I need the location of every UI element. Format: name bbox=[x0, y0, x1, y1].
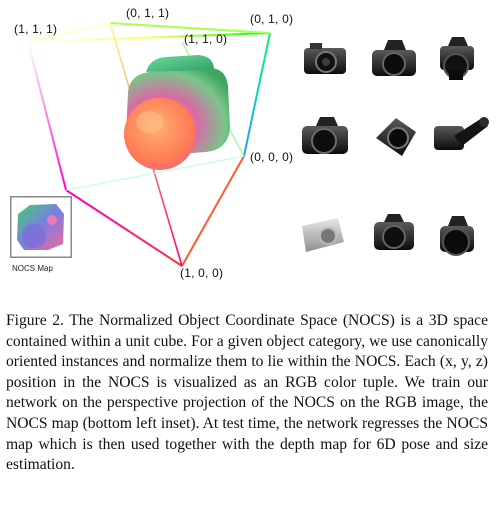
cube-edge bbox=[243, 32, 271, 157]
camera-instance bbox=[434, 117, 489, 150]
cube-edge bbox=[27, 41, 67, 191]
camera-instance bbox=[376, 118, 416, 156]
cube-edge bbox=[181, 155, 245, 267]
vertex-label-1-1-0: (1, 1, 0) bbox=[184, 32, 228, 46]
camera-instance bbox=[302, 218, 344, 252]
nocs-map-inset-label: NOCS Map bbox=[12, 264, 53, 273]
cube-edge bbox=[27, 22, 111, 43]
vertex-label-0-0-0: (0, 0, 0) bbox=[250, 150, 294, 164]
figure-caption: Figure 2. The Normalized Object Coordina… bbox=[6, 312, 488, 474]
camera-instance-grid bbox=[302, 37, 489, 256]
nocs-camera-object bbox=[124, 55, 230, 170]
nocs-figure bbox=[10, 22, 489, 267]
camera-instance bbox=[440, 216, 474, 256]
vertex-label-1-1-1: (1, 1, 1) bbox=[14, 22, 58, 36]
cube-edge bbox=[109, 22, 271, 34]
camera-instance bbox=[372, 40, 416, 76]
camera-instance bbox=[440, 37, 474, 80]
nocs-unit-cube bbox=[27, 22, 271, 267]
nocs-map-thumbnail bbox=[10, 196, 72, 258]
vertex-label-0-1-0: (0, 1, 0) bbox=[250, 12, 294, 26]
vertex-label-1-0-0: (1, 0, 0) bbox=[180, 266, 224, 280]
cube-edge bbox=[65, 189, 183, 267]
camera-instance bbox=[374, 214, 414, 250]
cube-edge bbox=[27, 32, 271, 43]
camera-instance bbox=[304, 43, 346, 74]
vertex-label-0-1-1: (0, 1, 1) bbox=[126, 6, 170, 20]
camera-instance bbox=[302, 117, 348, 154]
cube-edge bbox=[65, 155, 245, 191]
